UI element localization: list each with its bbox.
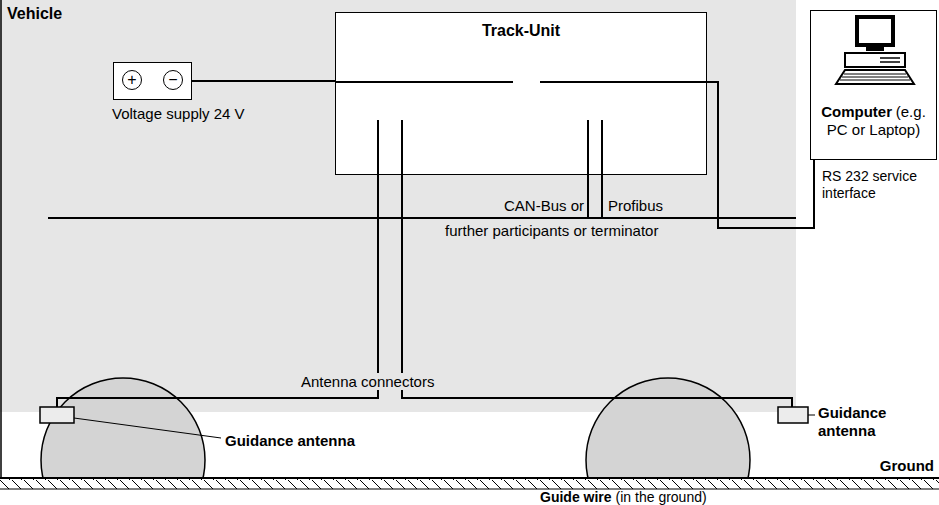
minus-terminal: − [163, 70, 183, 90]
bus-cable [601, 120, 603, 218]
frame-line [0, 0, 2, 478]
connector-label: Antenna connectors [298, 373, 437, 390]
bus-line [48, 217, 796, 219]
vehicle-title: Vehicle [7, 5, 62, 23]
track-unit-fill [335, 12, 707, 175]
bus-label: further participants or terminator [445, 222, 658, 239]
ground-hatch [0, 479, 939, 489]
plus-terminal: + [122, 70, 142, 90]
voltage-supply-label: Voltage supply 24 V [112, 105, 245, 122]
interface-label: RS 232 service interface [822, 168, 934, 202]
antenna-cable [57, 120, 378, 407]
ground-line [0, 489, 939, 490]
vehicle-body: VehicleTrack-Unit + − Voltage supply 24 V [0, 0, 796, 412]
leader-line [808, 415, 815, 416]
computer-icon [836, 17, 914, 84]
computer-fill [810, 10, 937, 160]
voltage-supply-box: +−Voltage supply 24 V [113, 62, 192, 100]
ground-area [0, 478, 939, 505]
leader-line [74, 418, 221, 438]
ground-line [0, 477, 939, 479]
cable-connector [192, 80, 335, 82]
service-wire [540, 81, 707, 83]
guide-wire-label: Guide wire [540, 490, 612, 505]
guidance-antenna [778, 407, 808, 423]
antenna-cable [402, 120, 792, 407]
ground-label: Ground [880, 457, 934, 474]
guidance-antenna [40, 407, 74, 423]
computer-name: Computer [821, 103, 892, 120]
bus-label: Profibus [608, 197, 663, 214]
computer-caption: Computer(e.g. PC or Laptop) [815, 103, 932, 139]
guide-wire-note: (in the ground) [616, 490, 707, 505]
antenna-label: Guidance antenna [818, 404, 918, 440]
bus-label: CAN-Bus or [504, 197, 584, 214]
vehicle-fill [0, 0, 796, 412]
voltage-supply-fill [113, 62, 192, 100]
track-unit-title: Track-Unit [336, 22, 706, 40]
cable-connector [707, 82, 814, 228]
antenna-label: Guidance antenna [225, 432, 355, 449]
computer-box: Computer(e.g. PC or Laptop) [810, 10, 937, 160]
track-unit-box: Track-Unit [335, 12, 707, 175]
supply-wire [335, 81, 513, 83]
bus-cable [587, 120, 589, 218]
